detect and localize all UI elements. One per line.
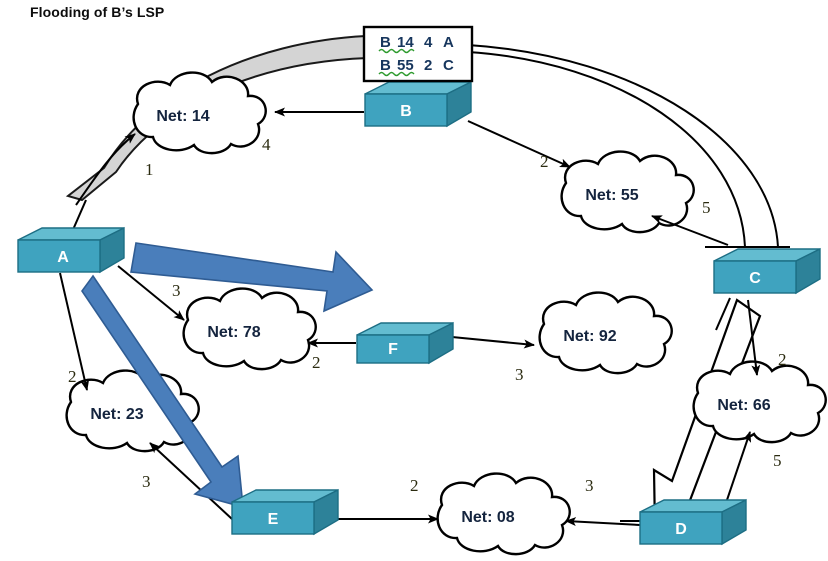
lsp-curve-links: [467, 44, 790, 248]
router-label-e: E: [268, 511, 279, 528]
network-cloud-net92: Net: 92: [538, 291, 673, 375]
lsp-row-0-neighbor: A: [443, 34, 454, 51]
hop-number: 5: [773, 451, 782, 470]
lsp-row-0-spellcheck-squiggle: [378, 48, 415, 54]
lsp-row-1-cost: 2: [424, 57, 432, 74]
link-a-to-net78: [117, 265, 185, 321]
link-a-to-net23: [59, 272, 90, 391]
router-c[interactable]: C: [713, 247, 821, 295]
link-b-to-net55: [467, 120, 571, 168]
link-d-to-net66: [726, 431, 752, 501]
router-label-b: B: [400, 103, 412, 120]
lsp-row-1-spellcheck-squiggle: [378, 71, 415, 77]
network-label-net92: Net: 92: [563, 328, 616, 345]
hop-number: 2: [778, 350, 787, 369]
router-label-a: A: [57, 249, 69, 266]
lsp-row-1-origin: B: [380, 57, 391, 74]
link-e-to-net23: [149, 442, 233, 520]
router-d[interactable]: D: [639, 498, 747, 546]
hop-number: 2: [68, 367, 77, 386]
network-cloud-net55: Net: 55: [560, 150, 695, 234]
network-label-net14: Net: 14: [156, 108, 209, 125]
page-title: Flooding of B’s LSP: [30, 4, 165, 20]
hop-number: 5: [702, 198, 711, 217]
link-d-to-net08: [565, 517, 641, 527]
network-label-net55: Net: 55: [585, 187, 638, 204]
router-f-front: [356, 334, 430, 364]
link-a-to-band: [71, 199, 87, 233]
gray-band-flood-arrow: [65, 34, 370, 202]
hop-number: 2: [312, 353, 321, 372]
router-b-front: [364, 93, 448, 127]
router-label-c: C: [749, 270, 761, 287]
hop-number: 3: [515, 365, 524, 384]
hop-number: 4: [262, 135, 271, 154]
blue-block-flood-arrow-a-to-e: [81, 274, 244, 509]
link-f-to-net92: [451, 336, 535, 349]
network-label-net23: Net: 23: [90, 406, 143, 423]
lsp-row-0-cost: 4: [424, 34, 433, 51]
network-label-net78: Net: 78: [207, 324, 260, 341]
router-a-front: [17, 239, 101, 273]
router-label-d: D: [675, 521, 687, 538]
router-e[interactable]: E: [231, 488, 339, 536]
network-cloud-net08: Net: 08: [436, 472, 571, 556]
lsp-row-0-network: 14: [397, 34, 414, 51]
network-cloud-net14: Net: 14: [132, 71, 267, 155]
router-f[interactable]: F: [356, 321, 454, 365]
router-c-front: [713, 260, 797, 294]
network-label-net08: Net: 08: [461, 509, 514, 526]
router-a[interactable]: A: [17, 226, 125, 274]
network-cloud-net78: Net: 78: [182, 287, 317, 371]
router-d-front: [639, 511, 723, 545]
lsp-row-0-origin: B: [380, 34, 391, 51]
blue-block-flood-arrow-a-to-f: [130, 242, 374, 313]
link-a-to-net14: [75, 133, 136, 206]
hop-number: 3: [142, 472, 151, 491]
hop-number: 1: [145, 160, 154, 179]
hop-number: 2: [410, 476, 419, 495]
lsp-row-1-neighbor: C: [443, 57, 454, 74]
network-cloud-net66: Net: 66: [692, 360, 827, 444]
network-label-net66: Net: 66: [717, 397, 770, 414]
hop-number: 3: [172, 281, 181, 300]
link-c-stubs: [715, 297, 731, 331]
router-label-f: F: [388, 341, 398, 358]
router-e-front: [231, 501, 315, 535]
hop-number: 2: [540, 152, 549, 171]
lsp-packet-box[interactable]: B 14 4 A B 55 2 C: [362, 25, 474, 83]
link-c-to-net66: [747, 299, 761, 376]
hop-number: 3: [585, 476, 594, 495]
lsp-row-1-network: 55: [397, 57, 414, 74]
link-c-to-net55: [651, 215, 729, 246]
hop-number-group: 1 4 2 5 3 2 3 2 3 2 5 2 3: [68, 135, 787, 495]
router-b[interactable]: B: [364, 80, 472, 128]
